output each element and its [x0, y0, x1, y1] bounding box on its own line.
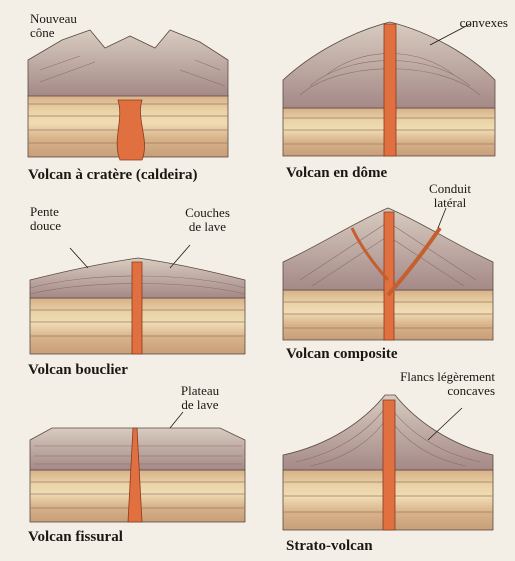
caption-strato: Strato-volcan [286, 538, 373, 554]
caption-shield: Volcan bouclier [28, 362, 128, 378]
label-gentle-slope: Pente douce [30, 204, 62, 233]
label-concave-flanks: Flancs légèrement concaves [400, 369, 495, 398]
caption-composite: Volcan composite [286, 346, 398, 362]
caldeira-illustration [27, 29, 229, 161]
strato-illustration [282, 394, 494, 531]
label-lava-layers: Couches de lave [185, 205, 230, 234]
shield-illustration [29, 244, 246, 355]
caption-fissure: Volcan fissural [28, 529, 123, 545]
label-lateral-conduit: Conduit latéral [429, 181, 471, 210]
label-new-cone: Nouveau cône [30, 11, 77, 40]
composite-illustration [282, 207, 494, 341]
caption-caldera: Volcan à cratère (caldeira) [28, 167, 198, 183]
fissure-illustration [29, 411, 246, 523]
label-lava-plateau: Plateau de lave [180, 383, 220, 412]
dome-illustration [282, 21, 496, 157]
caption-dome: Volcan en dôme [286, 165, 388, 181]
label-convex: convexes [459, 15, 508, 30]
